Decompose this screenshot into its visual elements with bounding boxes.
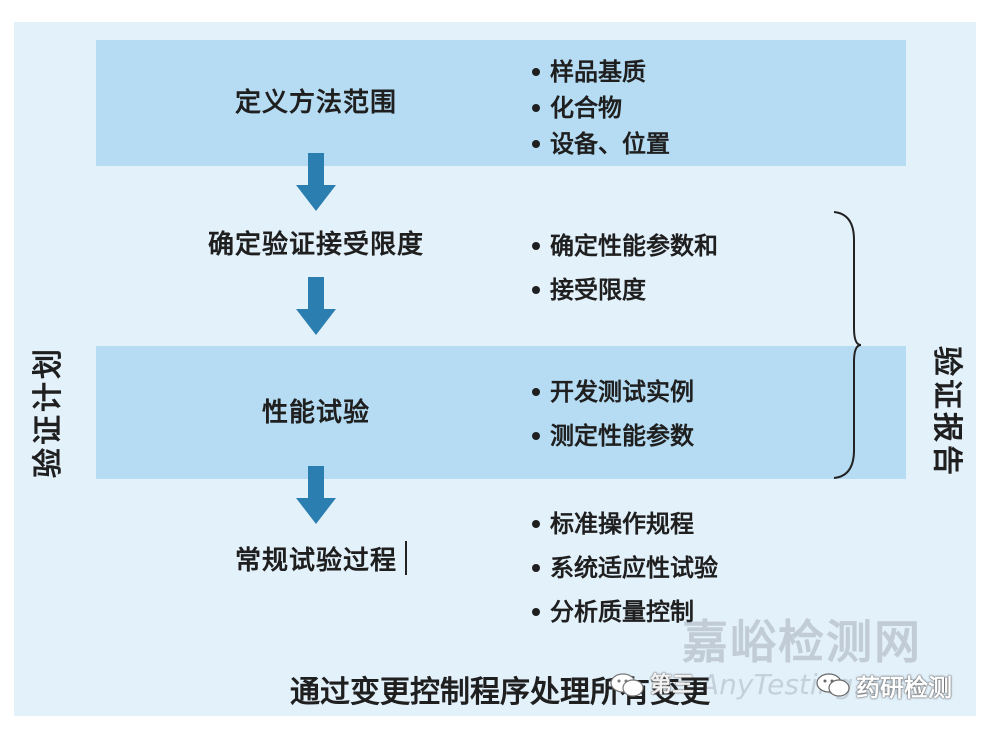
list-item: 样品基质 <box>530 54 670 90</box>
watermark-url: AnyTesting.com <box>700 668 922 701</box>
list-item: 开发测试实例 <box>530 370 694 414</box>
watermark-account-2: 药研检测 <box>856 674 952 702</box>
right-brace <box>833 211 862 479</box>
arrow-down-icon <box>296 466 336 524</box>
bullets-routine-test: 标准操作规程 系统适应性试验 分析质量控制 <box>530 502 718 634</box>
list-item: 系统适应性试验 <box>530 546 718 590</box>
side-label-report: 验证报告 <box>929 346 964 478</box>
band-performance-test <box>96 346 906 479</box>
step-performance-test: 性能试验 <box>261 398 371 428</box>
step-routine-test: 常规试验过程 <box>234 546 398 576</box>
bottom-caption: 通过变更控制程序处理所有变更 <box>290 675 710 710</box>
list-item: 确定性能参数和 <box>530 224 718 268</box>
bullets-define-scope: 样品基质 化合物 设备、位置 <box>530 54 670 162</box>
wechat-icon <box>816 673 850 697</box>
arrow-down-icon <box>296 277 336 335</box>
list-item: 测定性能参数 <box>530 414 694 458</box>
watermark-site: 嘉峪检测网 <box>682 615 922 669</box>
bullets-performance-test: 开发测试实例 测定性能参数 <box>530 370 694 458</box>
list-item: 标准操作规程 <box>530 502 718 546</box>
watermark-account-1: 第三 <box>650 673 695 698</box>
band-define-scope <box>96 40 906 166</box>
wechat-icon <box>610 673 644 697</box>
bullets-acceptance-limits: 确定性能参数和 接受限度 <box>530 224 718 312</box>
side-label-plan: 验证计划 <box>31 346 66 478</box>
step-define-scope: 定义方法范围 <box>234 88 398 118</box>
arrow-down-icon <box>296 153 336 211</box>
list-item: 分析质量控制 <box>530 590 718 634</box>
list-item: 接受限度 <box>530 268 718 312</box>
step-acceptance-limits: 确定验证接受限度 <box>207 230 425 260</box>
list-item: 化合物 <box>530 90 670 126</box>
list-item: 设备、位置 <box>530 126 670 162</box>
text-cursor <box>405 541 407 575</box>
